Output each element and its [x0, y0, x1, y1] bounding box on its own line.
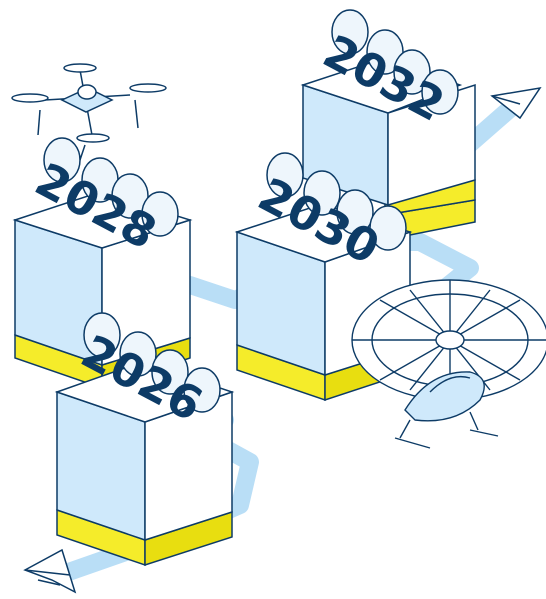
block-2028: 2028 [12, 137, 193, 390]
quadcopter-drone-icon [11, 63, 167, 161]
block-2026: 2026 [54, 312, 235, 567]
block-2030: 2030 [234, 152, 413, 402]
block-2032: 2032 [300, 9, 476, 241]
paper-plane-icon [23, 548, 77, 594]
paper-plane-icon [490, 86, 542, 120]
multirotor-air-taxi-icon [351, 279, 546, 449]
